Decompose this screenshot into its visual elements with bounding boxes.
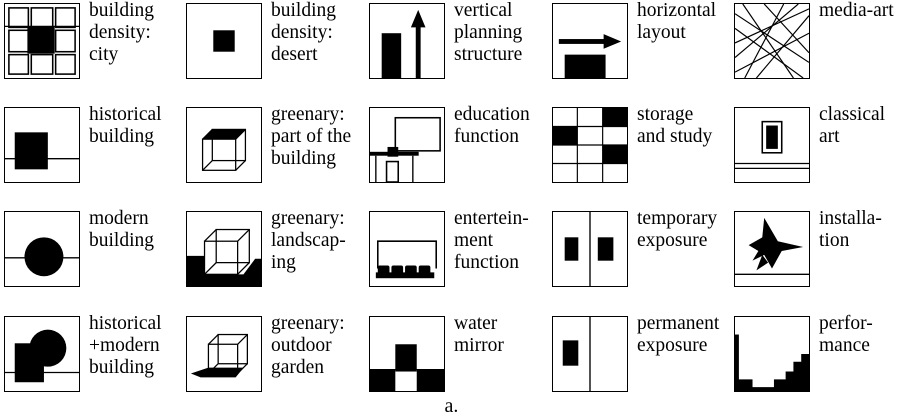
legend-label: perfor- mance xyxy=(819,313,873,356)
legend-label: water mirror xyxy=(454,313,504,356)
legend-item: storage and study xyxy=(548,104,728,204)
legend-item: building density: desert xyxy=(182,0,362,100)
vertical-arrow-icon xyxy=(369,3,445,79)
staircase-stage-icon xyxy=(734,316,810,392)
legend-item: vertical planning structure xyxy=(365,0,545,100)
legend-label: building density: desert xyxy=(271,0,337,65)
framed-picture-icon xyxy=(734,107,810,183)
cube-on-roof-icon xyxy=(186,107,262,183)
legend-item: greenary: outdoor garden xyxy=(182,313,362,413)
legend-item: historical building xyxy=(0,104,180,204)
water-mirror-icon xyxy=(369,316,445,392)
checker-grid-icon xyxy=(552,107,628,183)
horizontal-arrow-icon xyxy=(552,3,628,79)
legend-item: entertein- ment function xyxy=(365,208,545,308)
legend-label: media-art xyxy=(819,0,894,21)
circle-building-icon xyxy=(4,211,80,287)
city-density-icon xyxy=(4,3,80,79)
square-circle-building-icon xyxy=(4,316,80,392)
legend-item: installa- tion xyxy=(730,208,903,308)
legend-item: modern building xyxy=(0,208,180,308)
legend-item: building density: city xyxy=(0,0,180,100)
crossing-lines-icon xyxy=(734,3,810,79)
legend-item: classical art xyxy=(730,104,903,204)
installation-shape-icon xyxy=(734,211,810,287)
legend-item: perfor- mance xyxy=(730,313,903,413)
figure-caption: a. xyxy=(444,395,459,417)
legend-label: greenary: landscap- ing xyxy=(271,208,346,273)
legend-label: entertein- ment function xyxy=(454,208,529,273)
legend-label: classical art xyxy=(819,104,886,147)
single-panel-icon xyxy=(552,316,628,392)
desert-density-icon xyxy=(186,3,262,79)
legend-item: greenary: part of the building xyxy=(182,104,362,204)
legend-label: historical building xyxy=(89,104,162,147)
stage-seats-icon xyxy=(369,211,445,287)
two-panels-icon xyxy=(552,211,628,287)
legend-label: horizontal layout xyxy=(637,0,717,43)
legend-item: horizontal layout xyxy=(548,0,728,100)
legend-item: temporary exposure xyxy=(548,208,728,308)
legend-item: water mirror xyxy=(365,313,545,413)
cube-garden-icon xyxy=(186,316,262,392)
legend-label: installa- tion xyxy=(819,208,882,251)
legend-label: permanent exposure xyxy=(637,313,720,356)
legend-label: temporary exposure xyxy=(637,208,718,251)
square-building-icon xyxy=(4,107,80,183)
legend-label: greenary: outdoor garden xyxy=(271,313,345,378)
legend-label: education function xyxy=(454,104,530,147)
legend-label: building density: city xyxy=(89,0,155,65)
legend-label: storage and study xyxy=(637,104,713,147)
legend-label: greenary: part of the building xyxy=(271,104,352,169)
board-desk-icon xyxy=(369,107,445,183)
legend-label: vertical planning structure xyxy=(454,0,523,65)
legend-item: education function xyxy=(365,104,545,204)
legend-item: historical +modern building xyxy=(0,313,180,413)
legend-label: historical +modern building xyxy=(89,313,162,378)
legend-item: permanent exposure xyxy=(548,313,728,413)
legend-item: media-art xyxy=(730,0,903,100)
legend-item: greenary: landscap- ing xyxy=(182,208,362,308)
legend-label: modern building xyxy=(89,208,155,251)
cube-landscape-icon xyxy=(186,211,262,287)
